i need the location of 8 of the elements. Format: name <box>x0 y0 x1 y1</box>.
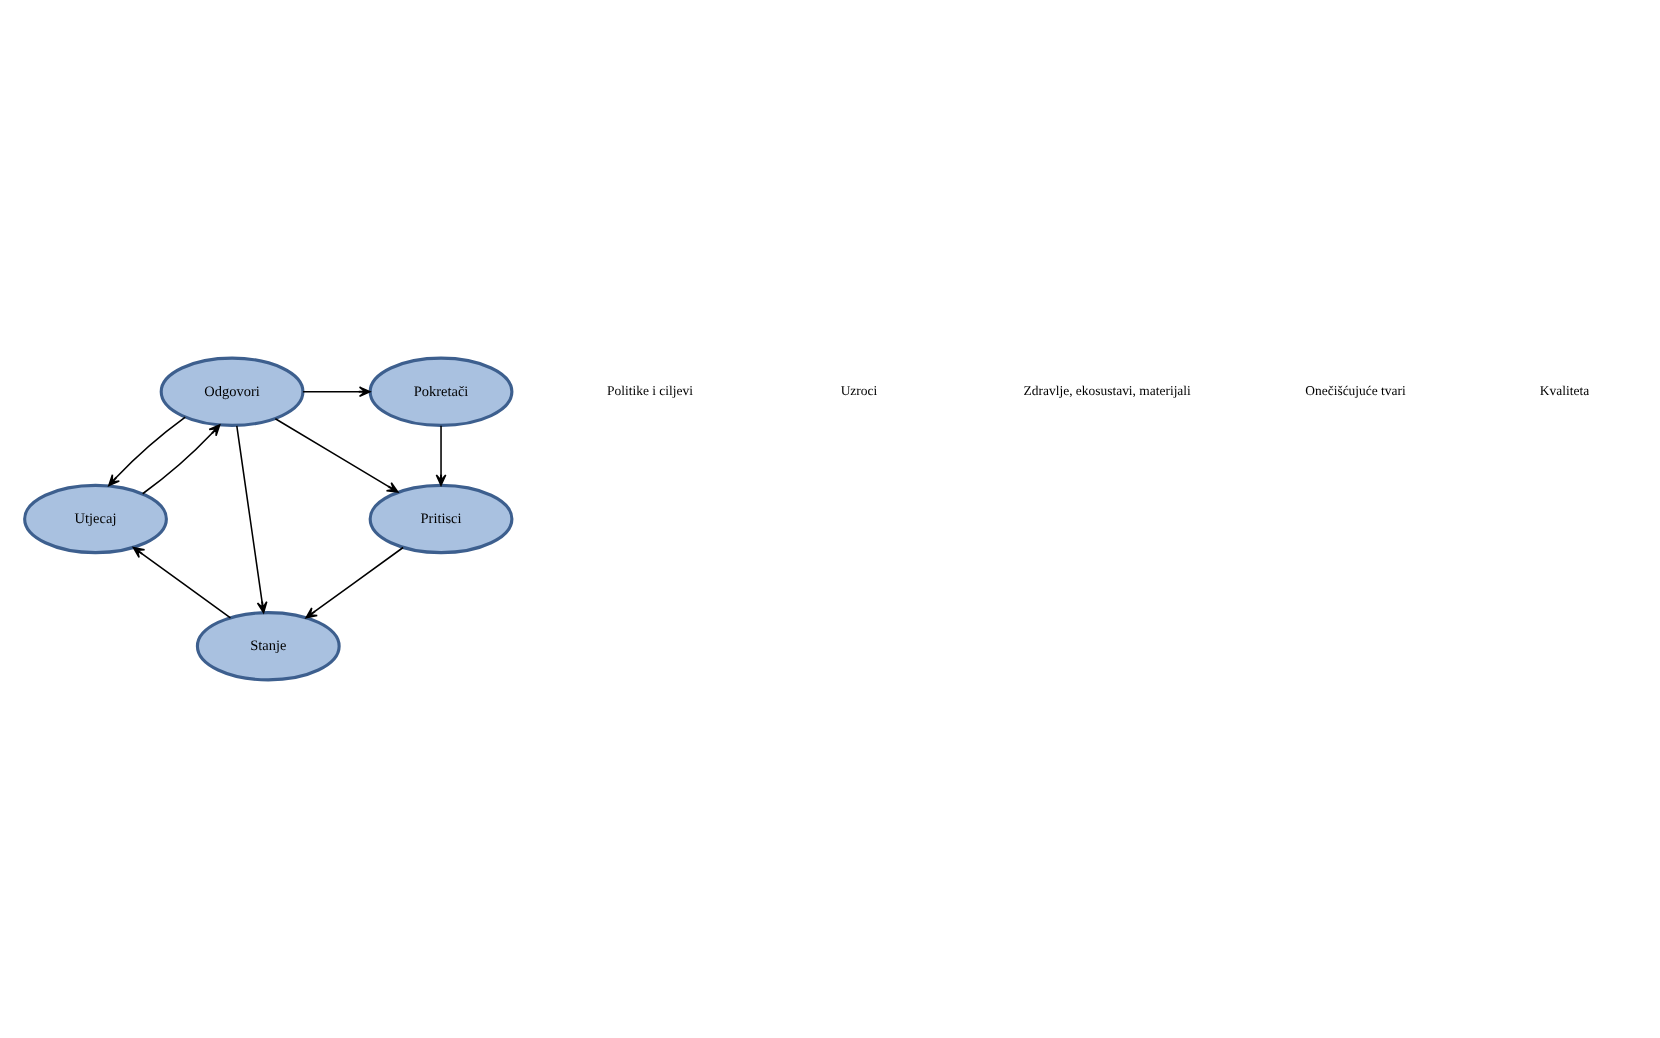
arrow <box>305 546 404 619</box>
arrow <box>302 386 371 398</box>
arrow <box>132 546 232 619</box>
arrow <box>274 417 399 493</box>
arrow <box>108 416 187 487</box>
arrow <box>236 425 268 614</box>
arrow <box>141 424 221 495</box>
arrow <box>435 424 447 487</box>
